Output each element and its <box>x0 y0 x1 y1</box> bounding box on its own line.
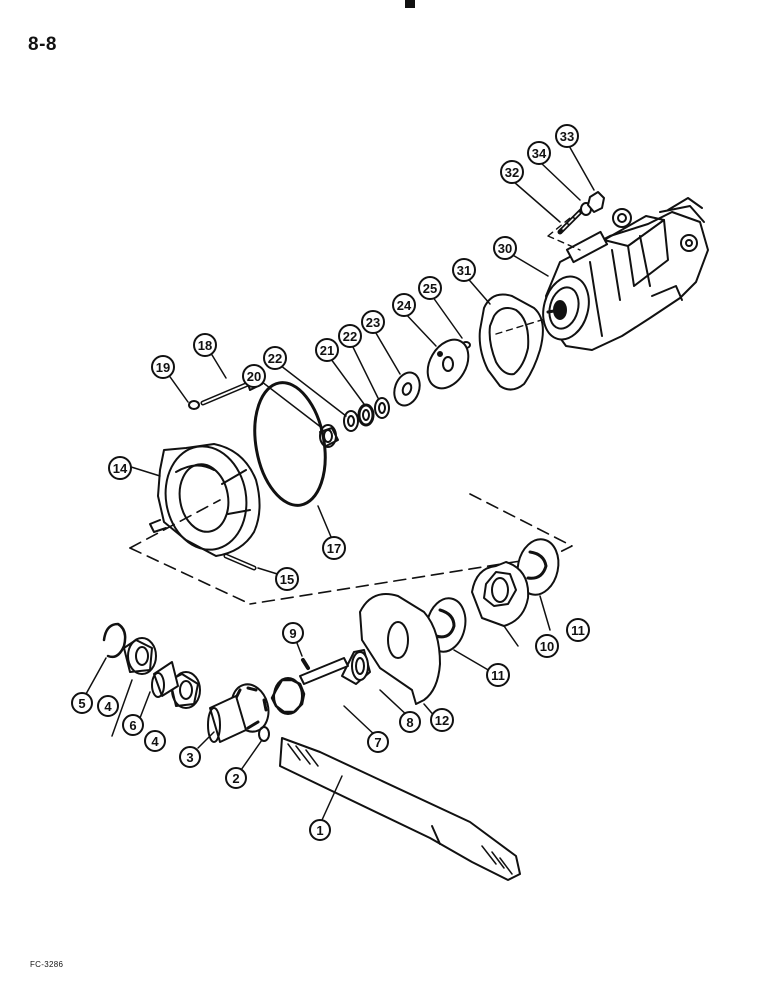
part-roll-pin <box>223 553 257 571</box>
callout-20: 20 <box>242 364 266 388</box>
callout-33: 33 <box>555 124 579 148</box>
svg-text:7: 7 <box>374 735 381 750</box>
svg-text:17: 17 <box>327 541 341 556</box>
figure-code: FC-3286 <box>30 960 64 969</box>
part-thrust-plate <box>426 338 470 390</box>
svg-text:6: 6 <box>129 718 136 733</box>
callout-3: 3 <box>179 746 201 768</box>
part-woodruff-key <box>301 658 310 670</box>
svg-text:22: 22 <box>343 329 357 344</box>
callout-23: 23 <box>361 310 385 334</box>
svg-text:11: 11 <box>491 668 505 683</box>
callout-10: 10 <box>535 634 559 658</box>
svg-text:11: 11 <box>571 623 585 638</box>
svg-text:25: 25 <box>423 281 437 296</box>
callout-22-rear: 22 <box>338 324 362 348</box>
svg-text:33: 33 <box>560 129 574 144</box>
svg-text:19: 19 <box>156 360 170 375</box>
svg-text:4: 4 <box>151 734 159 749</box>
callout-15: 15 <box>275 567 299 591</box>
svg-text:14: 14 <box>113 461 128 476</box>
svg-text:1: 1 <box>316 823 323 838</box>
part-bearing-gear <box>341 649 371 685</box>
part-ball-bearing-rear <box>169 671 201 709</box>
part-stud <box>557 205 587 235</box>
callout-34: 34 <box>527 141 551 165</box>
callout-11-front: 11 <box>486 663 510 687</box>
reference-dashed-line-pump <box>495 317 549 335</box>
part-input-shaft <box>279 737 521 881</box>
reference-dashed-line-stud <box>547 217 581 251</box>
callout-22-front: 22 <box>263 346 287 370</box>
callout-11-rear: 11 <box>566 618 590 642</box>
svg-text:21: 21 <box>320 343 334 358</box>
part-gasket <box>478 293 544 391</box>
callout-5: 5 <box>71 692 93 714</box>
part-hydraulic-pump <box>542 197 709 351</box>
svg-text:12: 12 <box>435 713 449 728</box>
callout-9: 9 <box>282 622 304 644</box>
svg-text:24: 24 <box>397 298 412 313</box>
svg-text:31: 31 <box>457 263 471 278</box>
part-thrust-washers <box>343 397 390 432</box>
svg-text:8: 8 <box>406 715 413 730</box>
callout-4-rear: 4 <box>144 730 166 752</box>
callout-19: 19 <box>151 355 175 379</box>
callout-8: 8 <box>399 711 421 733</box>
svg-text:22: 22 <box>268 351 282 366</box>
svg-text:5: 5 <box>78 696 85 711</box>
reference-dashed-line <box>129 493 573 605</box>
svg-text:15: 15 <box>280 572 294 587</box>
callout-2: 2 <box>225 767 247 789</box>
part-stud-nut <box>587 191 605 213</box>
part-pump-rotor <box>471 561 530 627</box>
part-pinion-shaft <box>299 657 349 685</box>
part-snap-ring-large <box>102 622 127 659</box>
svg-text:9: 9 <box>289 626 296 641</box>
svg-text:3: 3 <box>186 750 193 765</box>
part-ball-bearing-front <box>123 637 157 675</box>
callout-12: 12 <box>430 708 454 732</box>
callout-21: 21 <box>315 338 339 362</box>
part-snap-ring-small <box>258 726 270 742</box>
part-port-plate-rear <box>516 538 560 596</box>
part-housing <box>149 443 261 557</box>
part-spacer <box>151 661 179 698</box>
callout-6: 6 <box>122 714 144 736</box>
svg-text:23: 23 <box>366 315 380 330</box>
callout-30: 30 <box>493 236 517 260</box>
top-edge-mark <box>405 0 415 8</box>
callout-31: 31 <box>452 258 476 282</box>
callout-4-front: 4 <box>97 695 119 717</box>
callout-25: 25 <box>418 276 442 300</box>
callout-32: 32 <box>500 160 524 184</box>
svg-text:30: 30 <box>498 241 512 256</box>
svg-text:10: 10 <box>540 639 554 654</box>
callout-18: 18 <box>193 333 217 357</box>
part-o-ring <box>253 381 327 507</box>
callout-7: 7 <box>367 731 389 753</box>
part-washer <box>393 371 421 407</box>
svg-text:4: 4 <box>104 699 112 714</box>
page-number: 8-8 <box>28 34 57 55</box>
svg-text:20: 20 <box>247 369 261 384</box>
svg-text:32: 32 <box>505 165 519 180</box>
callout-14: 14 <box>108 456 132 480</box>
part-lock-washer <box>188 400 200 410</box>
reference-dashed-line-lower <box>129 547 251 605</box>
part-shield-plate <box>359 593 441 705</box>
svg-text:34: 34 <box>532 146 547 161</box>
callout-17: 17 <box>322 536 346 560</box>
svg-text:2: 2 <box>232 771 239 786</box>
callout-1: 1 <box>309 819 331 841</box>
callout-24: 24 <box>392 293 416 317</box>
svg-text:18: 18 <box>198 338 212 353</box>
part-bushing-large <box>207 695 247 743</box>
